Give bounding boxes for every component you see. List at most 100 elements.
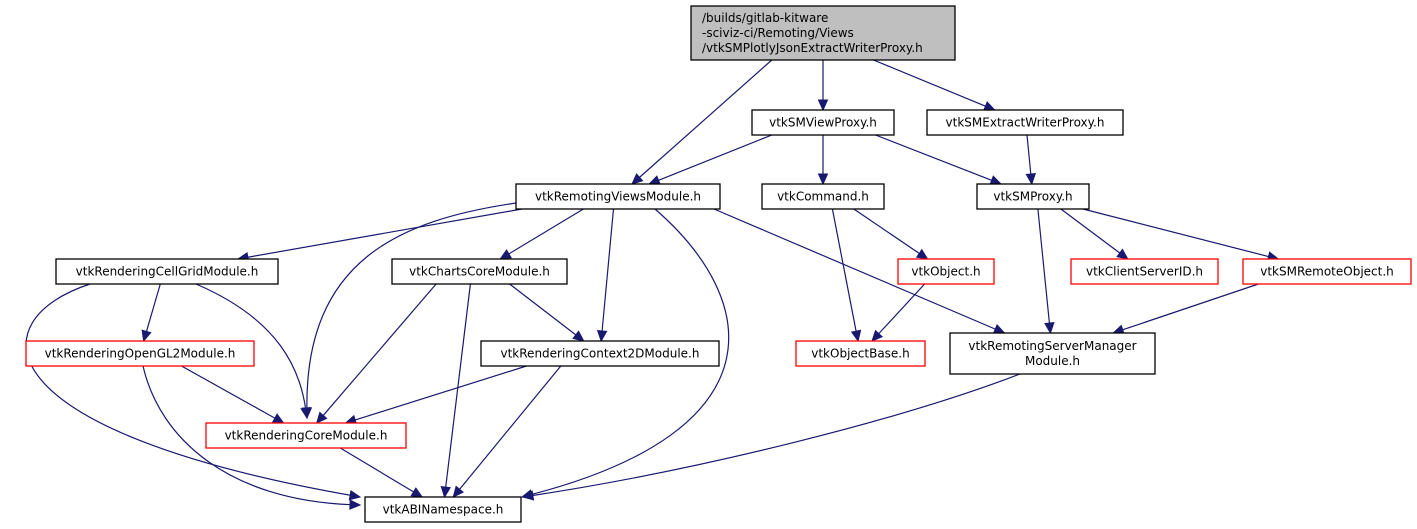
- node-cellgrid[interactable]: vtkRenderingCellGridModule.h: [55, 258, 279, 285]
- edge-line: [713, 208, 997, 331]
- arrowhead: [521, 490, 535, 501]
- edge-line: [873, 59, 987, 108]
- arrowhead: [349, 499, 362, 510]
- arrowhead: [989, 175, 1003, 186]
- edge-line: [657, 134, 773, 182]
- edge-line: [531, 373, 1021, 497]
- arrowhead: [817, 99, 829, 112]
- node-label: vtkRemotingViewsModule.h: [535, 190, 701, 204]
- edge-context2d-to-renderingcore: [344, 365, 527, 425]
- node-label: vtkRenderingCellGridModule.h: [76, 265, 259, 279]
- edge-line: [445, 283, 471, 489]
- arrowhead: [982, 101, 996, 111]
- node-box: [926, 109, 1124, 136]
- edge-cellgrid-to-abinamespace: [25, 283, 362, 501]
- edge-line: [831, 208, 857, 333]
- arrowhead: [572, 330, 585, 342]
- edge-line: [530, 208, 730, 496]
- node-abinamespace[interactable]: vtkABINamespace.h: [364, 496, 522, 523]
- edge-line: [458, 365, 562, 491]
- edge-command-to-object: [853, 208, 929, 260]
- edge-line: [509, 283, 577, 336]
- edge-line: [195, 283, 307, 410]
- arrowhead: [499, 249, 512, 260]
- node-box: [949, 332, 1156, 375]
- arrowhead: [315, 411, 328, 424]
- edge-cellgrid-to-opengl2: [141, 283, 161, 343]
- edge-renderingcore-to-abinamespace: [339, 447, 424, 498]
- node-label: vtkRemotingServerManager: [968, 339, 1136, 353]
- edge-line: [246, 208, 523, 258]
- edge-line: [142, 365, 352, 506]
- arrowhead: [348, 489, 362, 501]
- edge-line: [322, 283, 437, 417]
- edge-chartscore-to-renderingcore: [315, 283, 437, 424]
- node-box: [391, 258, 568, 285]
- arrowhead: [1116, 248, 1129, 260]
- node-label: vtkSMRemoteObject.h: [1260, 265, 1394, 279]
- node-chartscore[interactable]: vtkChartsCoreModule.h: [391, 258, 568, 285]
- edge-chartscore-to-abinamespace: [440, 283, 471, 499]
- edge-opengl2-to-renderingcore: [181, 365, 285, 424]
- edge-line: [1026, 134, 1032, 176]
- node-renderingcore[interactable]: vtkRenderingCoreModule.h: [205, 422, 407, 449]
- arrowhead: [871, 329, 884, 342]
- node-smproxy[interactable]: vtkSMProxy.h: [976, 183, 1090, 210]
- nodes-layer: /builds/gitlab-kitware-sciviz-ci/Remotin…: [25, 5, 1412, 523]
- edge-command-to-objectbase: [831, 208, 862, 343]
- node-label: vtkClientServerID.h: [1086, 265, 1203, 279]
- edge-smproxy-to-clientserverid: [1060, 208, 1129, 260]
- edge-viewproxy-to-smproxy: [875, 134, 1003, 186]
- node-viewproxy[interactable]: vtkSMViewProxy.h: [751, 109, 895, 136]
- arrowhead: [1044, 322, 1055, 335]
- arrowhead: [1025, 173, 1037, 186]
- node-box: [751, 109, 895, 136]
- edge-root-to-extractwriter: [873, 59, 996, 111]
- edge-object-to-objectbase: [871, 283, 926, 342]
- node-clientserverid[interactable]: vtkClientServerID.h: [1070, 258, 1219, 285]
- node-remoteobject[interactable]: vtkSMRemoteObject.h: [1242, 258, 1412, 285]
- node-extractwriter[interactable]: vtkSMExtractWriterProxy.h: [926, 109, 1124, 136]
- edge-line: [1060, 208, 1121, 255]
- node-box: [897, 258, 995, 285]
- node-object[interactable]: vtkObject.h: [897, 258, 995, 285]
- node-box: [25, 340, 255, 367]
- edge-line: [145, 283, 161, 333]
- edge-line: [1037, 208, 1051, 325]
- edge-line: [339, 447, 415, 493]
- edge-line: [853, 208, 921, 255]
- node-opengl2[interactable]: vtkRenderingOpenGL2Module.h: [25, 340, 255, 367]
- edge-extractwriter-to-smproxy: [1025, 134, 1037, 186]
- edge-remoteobject-to-servermanager: [1112, 283, 1259, 335]
- arrowhead: [648, 175, 661, 185]
- edge-line: [601, 208, 615, 333]
- node-command[interactable]: vtkCommand.h: [761, 183, 885, 210]
- node-label: vtkRenderingOpenGL2Module.h: [45, 347, 236, 361]
- node-label: vtkObject.h: [911, 265, 980, 279]
- node-context2d[interactable]: vtkRenderingContext2DModule.h: [480, 340, 720, 367]
- node-box: [364, 496, 522, 523]
- edge-line: [638, 59, 773, 179]
- arrowhead: [300, 406, 311, 420]
- edge-servermanager-to-abinamespace: [521, 373, 1021, 501]
- edge-remotingviews-to-chartscore: [499, 208, 584, 260]
- node-objectbase[interactable]: vtkObjectBase.h: [795, 340, 926, 367]
- node-box: [205, 422, 407, 449]
- edge-line: [306, 202, 517, 410]
- edge-remotingviews-to-context2d: [596, 208, 615, 343]
- edge-root-to-remotingviews: [631, 59, 773, 185]
- node-box: [1070, 258, 1219, 285]
- edge-line: [1121, 283, 1259, 331]
- node-remotingviews[interactable]: vtkRemotingViewsModule.h: [515, 183, 721, 210]
- node-box: [480, 340, 720, 367]
- edge-line: [507, 208, 584, 255]
- edge-viewproxy-to-command: [817, 135, 829, 186]
- node-label: vtkRenderingCoreModule.h: [225, 429, 388, 443]
- node-box: [690, 5, 956, 61]
- edge-line: [25, 283, 352, 496]
- edge-cellgrid-to-renderingcore: [195, 283, 311, 420]
- node-label: vtkSMProxy.h: [993, 190, 1072, 204]
- edge-remotingviews-to-renderingcore: [301, 202, 517, 420]
